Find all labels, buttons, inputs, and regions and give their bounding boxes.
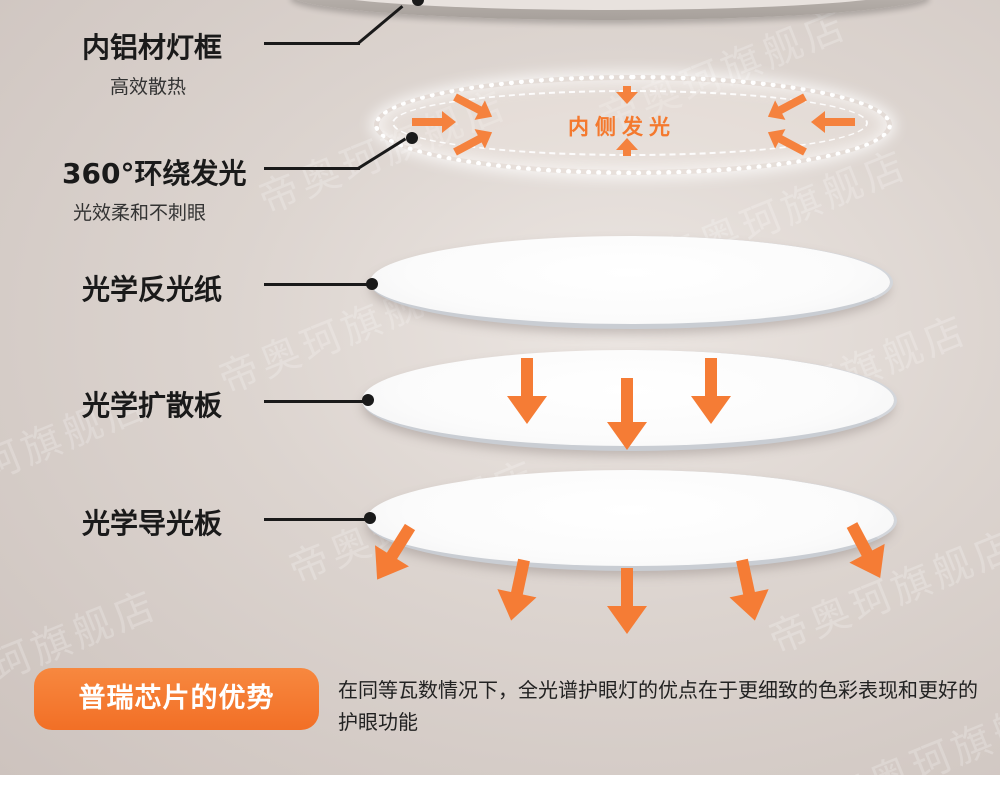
- label-ring-title: 360°环绕发光: [62, 157, 247, 190]
- leader-dot: [412, 0, 424, 6]
- leader-dot: [366, 278, 378, 290]
- label-reflective-paper: 光学反光纸: [82, 273, 223, 306]
- leader-line: [357, 137, 407, 170]
- advantage-badge: 普瑞芯片的优势: [34, 668, 319, 730]
- product-diagram: 帝奥珂旗舰店 帝奥珂旗舰店 帝奥珂旗舰店 帝奥珂旗舰店 帝奥珂旗舰店 帝奥珂旗舰…: [0, 0, 1000, 775]
- leader-line: [264, 518, 370, 521]
- leader-dot: [406, 132, 418, 144]
- light-guide-plate-edge: [366, 470, 897, 571]
- aluminum-frame-inner: [300, 0, 920, 10]
- label-diffuser-plate: 光学扩散板: [82, 389, 223, 422]
- advantage-description: 在同等瓦数情况下，全光谱护眼灯的优点在于更细致的色彩表现和更好的护眼功能: [338, 678, 978, 734]
- leader-line: [264, 167, 360, 170]
- leader-line: [264, 283, 372, 286]
- label-ring-subtitle: 光效柔和不刺眼: [73, 202, 207, 224]
- leader-dot: [362, 394, 374, 406]
- leader-line: [264, 400, 368, 403]
- leader-line: [264, 42, 360, 45]
- inner-glow-label: 内侧发光: [568, 115, 676, 139]
- label-frame-title: 内铝材灯框: [82, 31, 223, 64]
- label-frame-subtitle: 高效散热: [110, 76, 187, 98]
- bottom-strip: [0, 775, 1000, 797]
- leader-dot: [364, 512, 376, 524]
- label-light-guide-plate: 光学导光板: [82, 507, 223, 540]
- reflective-paper-edge: [370, 236, 893, 329]
